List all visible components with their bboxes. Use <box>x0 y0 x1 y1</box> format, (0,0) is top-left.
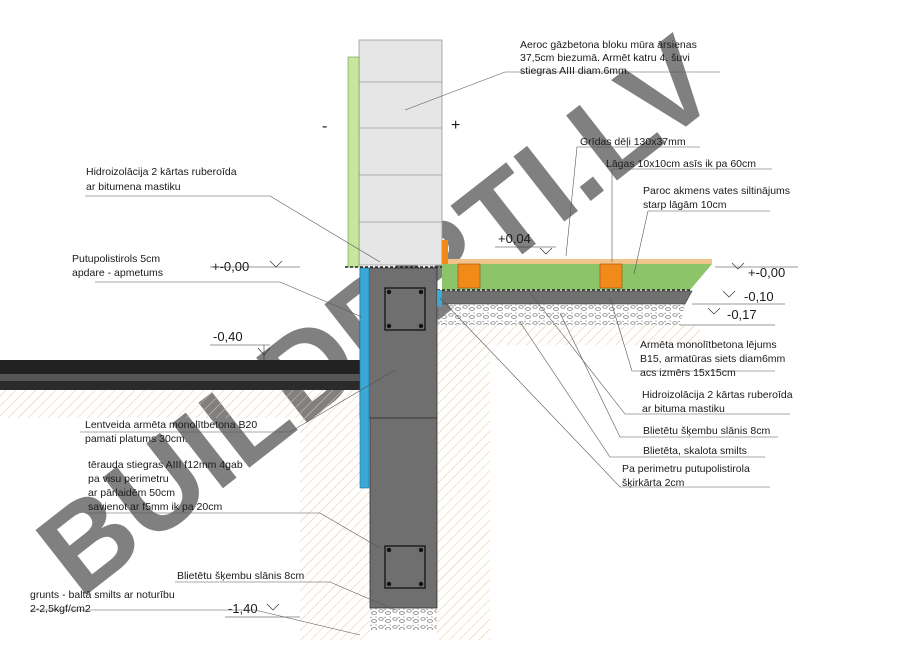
footing-body <box>369 417 438 609</box>
outside-ground-dark <box>0 381 360 390</box>
label-gravel-footing: Blietētu šķembu slānis 8cm <box>177 570 304 582</box>
level-gravel-bottom-text: -0,17 <box>727 307 757 322</box>
rebar-top-bars <box>386 289 424 329</box>
level-footing-bottom-text: -1,40 <box>228 601 258 616</box>
rebar-bottom-bars <box>386 547 424 587</box>
label-slab: Armēta monolītbetona lējums B15, armatūr… <box>640 339 788 379</box>
rebar-cage-bottom <box>384 545 426 589</box>
wool-insulation <box>442 264 712 290</box>
footing-gravel <box>370 608 437 630</box>
level-floor-zero-text: +-0,00 <box>748 265 785 280</box>
level-ground: -0,40 <box>210 329 271 360</box>
label-waterproof-floor: Hidroizolācija 2 kārtas ruberoīda ar bit… <box>642 389 796 415</box>
label-eps: Putupolistirols 5cm apdare - apmetums <box>72 253 163 279</box>
label-footing: Lentveida armēta monolītbetona B20 pamat… <box>85 419 260 445</box>
label-rebar: tērauda stiegras AIII f12mm 4gab pa visu… <box>88 459 246 513</box>
leader-lines <box>30 71 790 636</box>
level-ground-text: -0,40 <box>213 329 243 344</box>
outside-sign: - <box>322 118 327 135</box>
level-wall-base: +-0,00 <box>210 259 300 274</box>
soil-inside <box>437 325 700 640</box>
label-joists: Lāgas 10x10cm asīs ik pa 60cm <box>606 158 756 170</box>
level-footing-bottom: -1,40 <box>225 601 300 618</box>
perimeter-strip <box>437 290 442 307</box>
joist-2 <box>599 263 623 289</box>
label-sand: Blietēta, skalota smilts <box>643 445 747 457</box>
label-wall: Aeroc gāzbetona bloku mūra ārsienas 37,5… <box>520 39 700 77</box>
label-insulation-wool: Paroc akmens vates siltinājums starp lāg… <box>643 185 793 211</box>
level-slab-bottom-text: -0,10 <box>744 289 774 304</box>
level-wall-base-text: +-0,00 <box>212 259 249 274</box>
floor-boards <box>442 259 712 264</box>
outside-ground-gray <box>0 374 360 381</box>
label-gravel-floor: Blietētu šķembu slānis 8cm <box>643 425 770 437</box>
soil-outside <box>0 390 360 418</box>
level-floor-top: +0,04 <box>495 231 556 255</box>
level-floor-top-text: +0,04 <box>498 231 531 246</box>
level-slab-bottom: -0,10 <box>692 289 785 305</box>
joist-1 <box>457 263 481 289</box>
label-perimeter: Pa perimetru putupolistirola šķirkārta 2… <box>622 463 753 489</box>
label-soil: grunts - baltā smilts ar noturību 2-2,5k… <box>30 589 178 615</box>
inside-sign: + <box>451 117 460 134</box>
eps-insulation <box>359 267 370 489</box>
level-floor-zero: +-0,00 <box>715 262 798 280</box>
label-waterproof-wall: Hidroizolācija 2 kārtas ruberoīda ar bit… <box>86 166 240 193</box>
outside-ground-black <box>0 360 360 374</box>
wall-joints <box>359 81 442 223</box>
edge-block <box>442 240 448 264</box>
level-gravel-bottom: -0,17 <box>680 307 775 326</box>
label-floorboards: Grīdas dēļi 130x37mm <box>580 136 686 148</box>
foundation-upper <box>359 267 438 419</box>
soil-footing-left <box>300 418 370 640</box>
wall-render <box>347 56 360 268</box>
wall-blocks <box>358 39 443 266</box>
floor-slab <box>436 290 693 305</box>
rebar-cage-top <box>384 287 426 331</box>
